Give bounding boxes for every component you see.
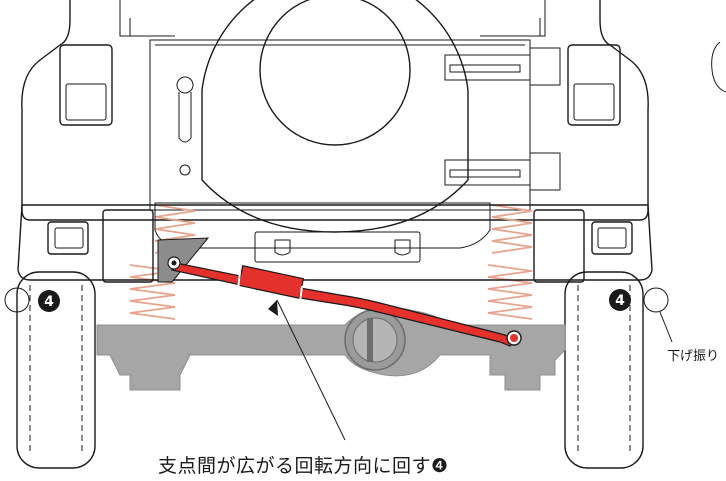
plumb-bob-right xyxy=(643,287,673,343)
coil-spring-right xyxy=(487,204,533,320)
rear-bumper xyxy=(17,202,653,283)
corner-sketch xyxy=(711,41,726,93)
lateral-control-rod xyxy=(157,237,522,347)
right-tail-light xyxy=(567,44,621,126)
pointer-arrow xyxy=(268,299,346,441)
tailgate-hinges xyxy=(444,47,561,191)
right-rear-wheel xyxy=(564,271,644,469)
step-marker-left: 4 xyxy=(38,290,60,312)
left-tail-light xyxy=(59,44,113,126)
left-rear-wheel xyxy=(16,271,96,469)
step-marker-right: 4 xyxy=(609,289,631,311)
instruction-caption: 支点間が広がる回転方向に回す❹ xyxy=(158,455,449,477)
rear-axle xyxy=(96,306,566,391)
plumb-bob-label: 下げ振り xyxy=(667,349,720,364)
step-marker-left-number: 4 xyxy=(44,294,54,310)
tailgate-handle xyxy=(176,76,194,176)
step-marker-right-number: 4 xyxy=(615,293,625,309)
vehicle-body xyxy=(21,0,649,221)
spare-tire xyxy=(201,0,469,233)
plumb-bob-left xyxy=(4,287,30,313)
